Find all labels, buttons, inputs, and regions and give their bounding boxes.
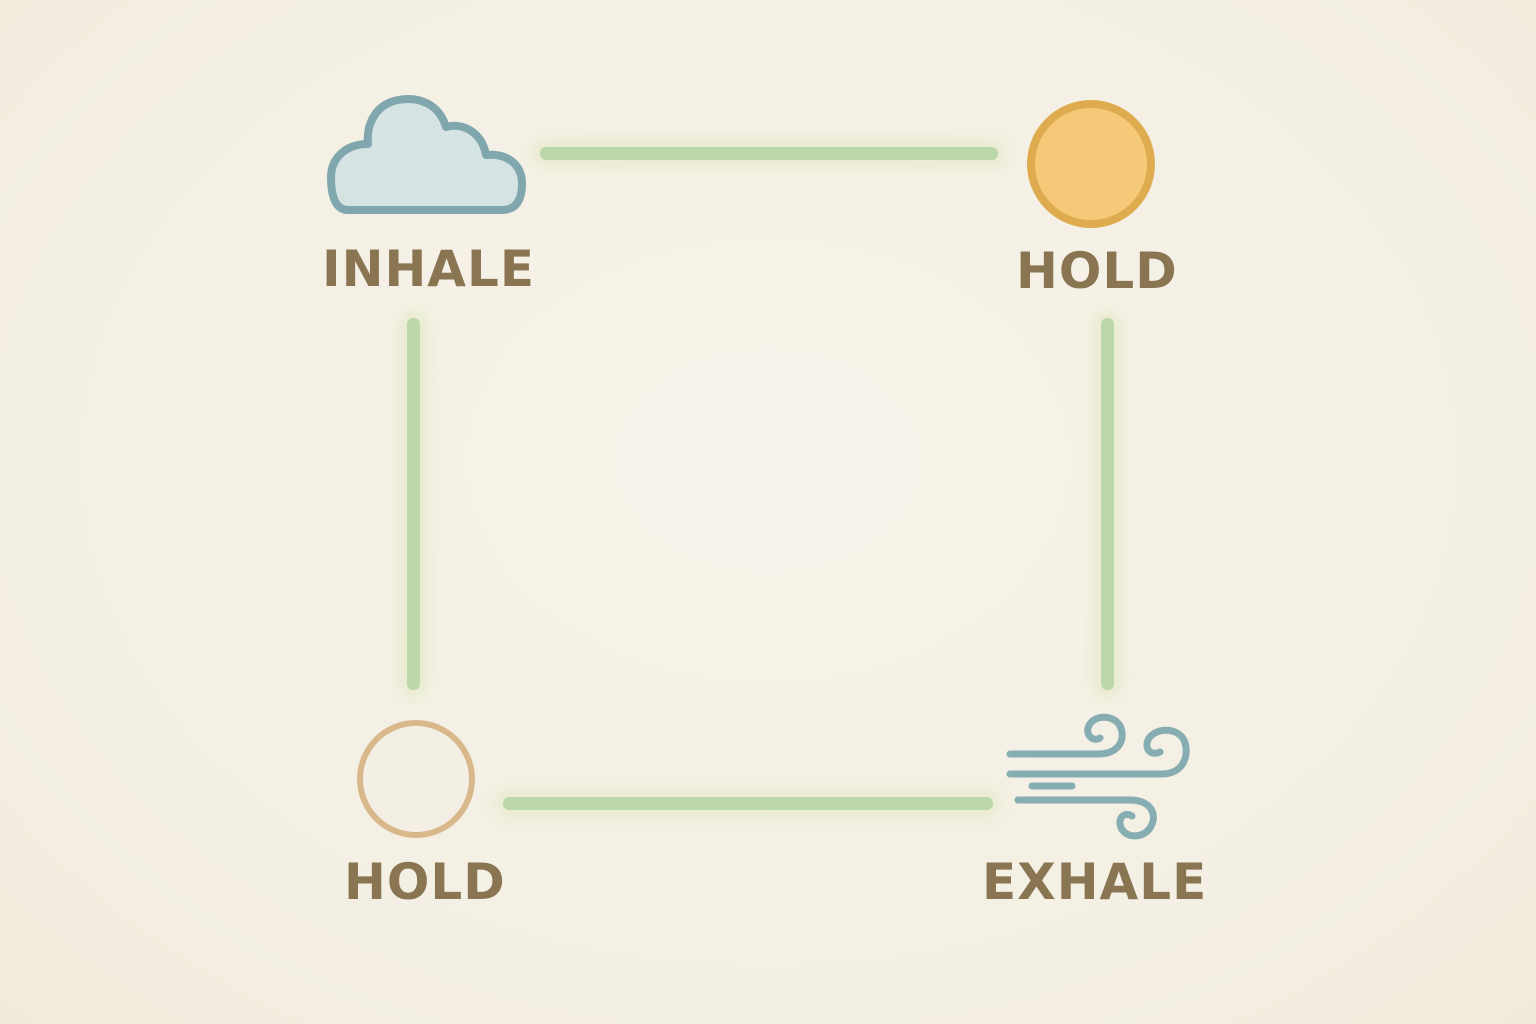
- path-hold-to-inhale: [407, 318, 420, 690]
- exhale-label: EXHALE: [982, 853, 1208, 911]
- empty-circle-icon: [355, 718, 477, 840]
- hold-bottom-label: HOLD: [344, 853, 506, 911]
- path-inhale-to-hold: [540, 147, 998, 160]
- inhale-label: INHALE: [322, 240, 536, 298]
- cloud-icon: [326, 92, 526, 218]
- path-hold-to-exhale: [1101, 318, 1114, 690]
- path-exhale-to-hold: [503, 797, 993, 810]
- hold-top-label: HOLD: [1016, 242, 1178, 300]
- sun-icon: [1025, 98, 1157, 230]
- wind-icon: [1002, 706, 1192, 842]
